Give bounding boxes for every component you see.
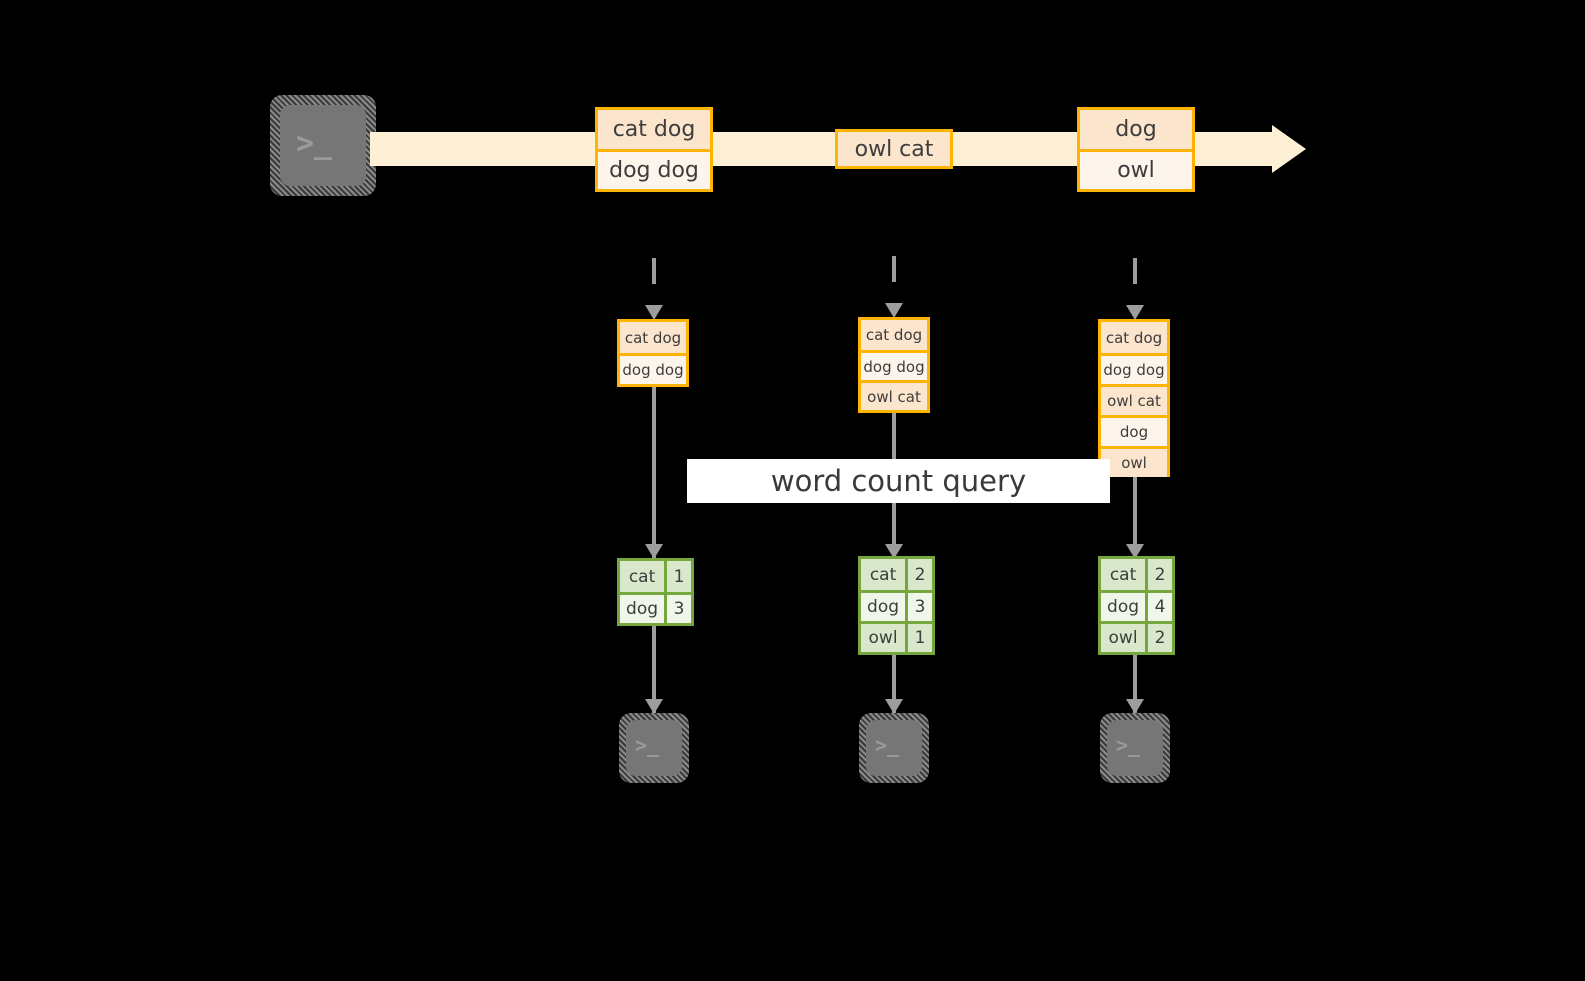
result-table: cat 1 dog 3 — [617, 558, 694, 626]
result-word: dog — [861, 593, 906, 621]
result-word: dog — [620, 595, 665, 623]
snapshot-table: cat dog dog dog owl cat — [858, 317, 930, 413]
snapshot-row: owl — [1101, 446, 1167, 477]
terminal-screen — [866, 720, 922, 776]
query-label-banner: word count query — [687, 459, 1110, 503]
result-word: cat — [861, 559, 906, 590]
stream-event-line: dog — [1080, 110, 1192, 149]
terminal-screen — [626, 720, 682, 776]
sink-terminal-icon: >_ — [619, 713, 689, 783]
result-table: cat 2 dog 4 owl 2 — [1098, 556, 1175, 655]
result-count: 4 — [1145, 593, 1172, 621]
snapshot-row: dog dog — [861, 350, 927, 380]
result-count: 3 — [664, 595, 691, 623]
snapshot-table: cat dog dog dog — [617, 319, 689, 387]
table-row: owl 2 — [1101, 621, 1172, 652]
result-count: 3 — [905, 593, 932, 621]
snapshot-row: owl cat — [861, 380, 927, 410]
snapshot-row: cat dog — [861, 320, 927, 350]
snapshot-row: dog dog — [620, 353, 686, 384]
terminal-prompt-glyph: >_ — [296, 126, 333, 161]
stream-event-box: dog owl — [1077, 107, 1195, 192]
terminal-screen — [1107, 720, 1163, 776]
stream-event-box: owl cat — [835, 129, 953, 169]
stream-event-line: owl — [1080, 149, 1192, 189]
result-count: 1 — [664, 561, 691, 592]
table-row: dog 3 — [861, 590, 932, 621]
sink-terminal-icon: >_ — [859, 713, 929, 783]
snapshot-row: owl cat — [1101, 384, 1167, 415]
result-count: 2 — [1145, 624, 1172, 652]
table-row: dog 3 — [620, 592, 691, 623]
table-row: cat 2 — [861, 559, 932, 590]
snapshot-row: cat dog — [1101, 322, 1167, 353]
table-row: owl 1 — [861, 621, 932, 652]
result-word: dog — [1101, 593, 1146, 621]
result-table: cat 2 dog 3 owl 1 — [858, 556, 935, 655]
snapshot-row: dog — [1101, 415, 1167, 446]
source-terminal-icon: >_ — [270, 95, 376, 196]
stream-event-box: cat dog dog dog — [595, 107, 713, 192]
terminal-prompt-glyph: >_ — [635, 733, 660, 757]
table-row: cat 1 — [620, 561, 691, 592]
terminal-screen — [280, 105, 366, 186]
stream-event-line: owl cat — [838, 132, 950, 166]
terminal-prompt-glyph: >_ — [875, 733, 900, 757]
result-count: 2 — [1145, 559, 1172, 590]
result-count: 1 — [905, 624, 932, 652]
result-word: owl — [1101, 624, 1146, 652]
terminal-prompt-glyph: >_ — [1116, 733, 1141, 757]
result-word: owl — [861, 624, 906, 652]
result-count: 2 — [905, 559, 932, 590]
table-row: dog 4 — [1101, 590, 1172, 621]
sink-terminal-icon: >_ — [1100, 713, 1170, 783]
snapshot-row: cat dog — [620, 322, 686, 353]
result-word: cat — [1101, 559, 1146, 590]
table-row: cat 2 — [1101, 559, 1172, 590]
stream-event-line: dog dog — [598, 149, 710, 189]
snapshot-table: cat dog dog dog owl cat dog owl — [1098, 319, 1170, 477]
stream-arrow-head — [1272, 125, 1306, 173]
stream-event-line: cat dog — [598, 110, 710, 149]
snapshot-row: dog dog — [1101, 353, 1167, 384]
result-word: cat — [620, 561, 665, 592]
